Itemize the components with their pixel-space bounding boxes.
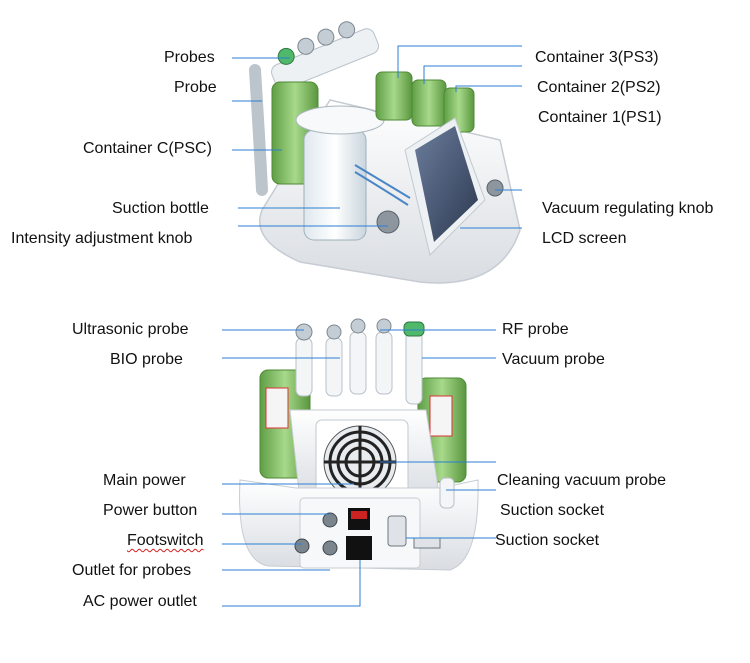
label-power-button: Power button bbox=[103, 502, 198, 519]
label-suction-bottle: Suction bottle bbox=[112, 200, 209, 217]
label-ac-outlet: AC power outlet bbox=[83, 593, 197, 610]
label-container-c: Container C(PSC) bbox=[83, 140, 212, 157]
label-vacuum-probe: Vacuum probe bbox=[502, 351, 605, 368]
label-ultrasonic-probe: Ultrasonic probe bbox=[72, 321, 189, 338]
label-lcd-screen: LCD screen bbox=[542, 230, 627, 247]
label-container-1: Container 1(PS1) bbox=[538, 109, 662, 126]
ac-outlet-art bbox=[346, 536, 372, 560]
label-rf-probe: RF probe bbox=[502, 321, 569, 338]
label-bio-probe: BIO probe bbox=[110, 351, 183, 368]
top-device bbox=[249, 21, 521, 284]
probe-rack bbox=[271, 21, 379, 90]
outlet-probes-art bbox=[322, 540, 338, 556]
label-fan: Cleaning vacuum probe bbox=[497, 472, 666, 489]
footswitch-art bbox=[294, 538, 310, 554]
bottom-device bbox=[239, 318, 479, 571]
label-intensity-knob: Intensity adjustment knob bbox=[11, 230, 193, 247]
label-probes: Probes bbox=[164, 49, 215, 66]
cleaning-probe-art bbox=[439, 477, 455, 509]
label-vacuum-knob: Vacuum regulating knob bbox=[542, 200, 714, 217]
leader-lines bbox=[222, 45, 522, 607]
label-container-3: Container 3(PS3) bbox=[535, 49, 659, 66]
label-container-2: Container 2(PS2) bbox=[537, 79, 661, 96]
label-suction-socket: Suction socket bbox=[495, 532, 600, 549]
label-probe: Probe bbox=[174, 79, 217, 96]
container-3-art bbox=[375, 71, 413, 121]
suction-bottle-art bbox=[303, 129, 367, 241]
label-footswitch: Footswitch bbox=[127, 532, 204, 549]
probe-holder-arm bbox=[249, 64, 268, 196]
container-2-art bbox=[411, 79, 447, 127]
suction-socket-art bbox=[387, 515, 407, 547]
vacuum-knob-art bbox=[486, 179, 504, 197]
label-outlet-probes: Outlet for probes bbox=[72, 562, 192, 579]
lcd-screen-art bbox=[415, 126, 478, 242]
probe-handles bbox=[295, 318, 425, 405]
label-main-power: Main power bbox=[103, 472, 186, 489]
intensity-knob-art bbox=[376, 210, 400, 234]
label-cleaning-vacuum-probe: Suction socket bbox=[500, 502, 605, 519]
power-button-art bbox=[322, 512, 338, 528]
